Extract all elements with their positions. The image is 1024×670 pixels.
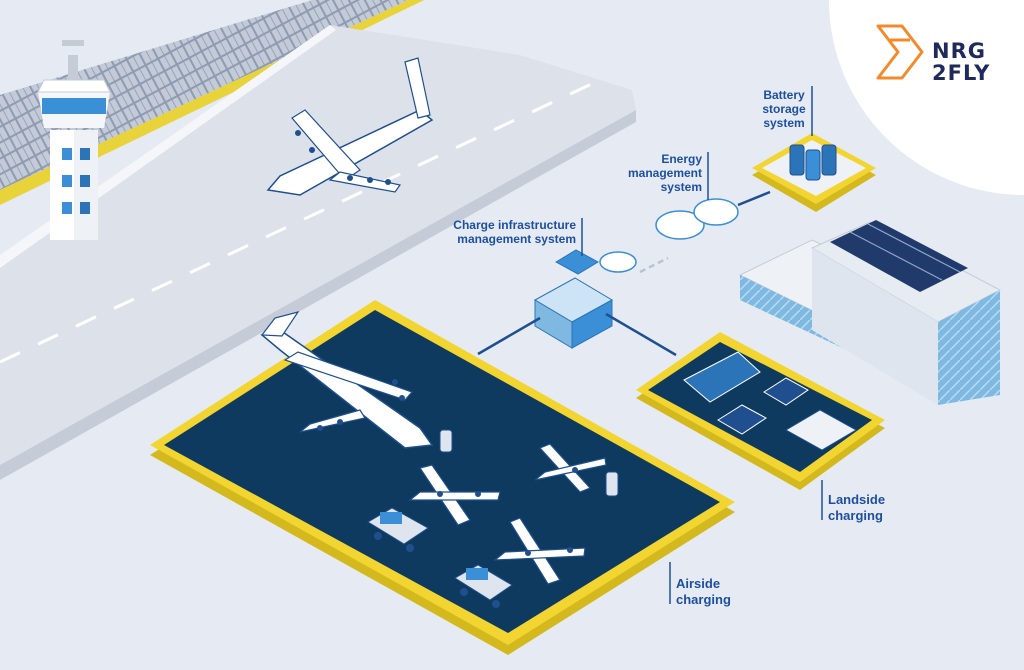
airside-apron (150, 300, 735, 655)
landside-lot (636, 332, 885, 490)
aircraft-airside-small-3 (493, 517, 586, 585)
battery-storage-platform (752, 133, 876, 212)
energy-management-clouds (655, 198, 739, 240)
aircraft-airside-small-1 (408, 464, 501, 526)
charging-cart-1 (367, 507, 429, 552)
office-building (738, 220, 1002, 405)
label-battery-storage-system: Battery storage system (762, 88, 806, 130)
charging-cart-2 (454, 564, 513, 608)
label-airside-charging: Airside charging (676, 576, 731, 607)
aircraft-on-runway (266, 57, 434, 196)
label-energy-management-system: Energy management system (627, 152, 702, 194)
brand-logo-icon (876, 24, 924, 80)
aircraft-airside-large (260, 311, 453, 453)
callout-lines (581, 86, 823, 604)
label-landside-charging: Landside charging (828, 492, 886, 523)
connection-lines (477, 190, 771, 357)
control-tower (37, 40, 111, 240)
brand-line-1: NRG (932, 39, 986, 63)
aircraft-airside-small-2 (534, 443, 619, 497)
logo-corner (829, 0, 1024, 195)
brand-line-2: 2FLY (932, 61, 991, 85)
label-charge-infrastructure-management-system: Charge infrastructure management system (453, 218, 576, 246)
brand-logo-text: NRG 2FLY (932, 40, 990, 84)
charge-infrastructure-server (533, 249, 637, 349)
